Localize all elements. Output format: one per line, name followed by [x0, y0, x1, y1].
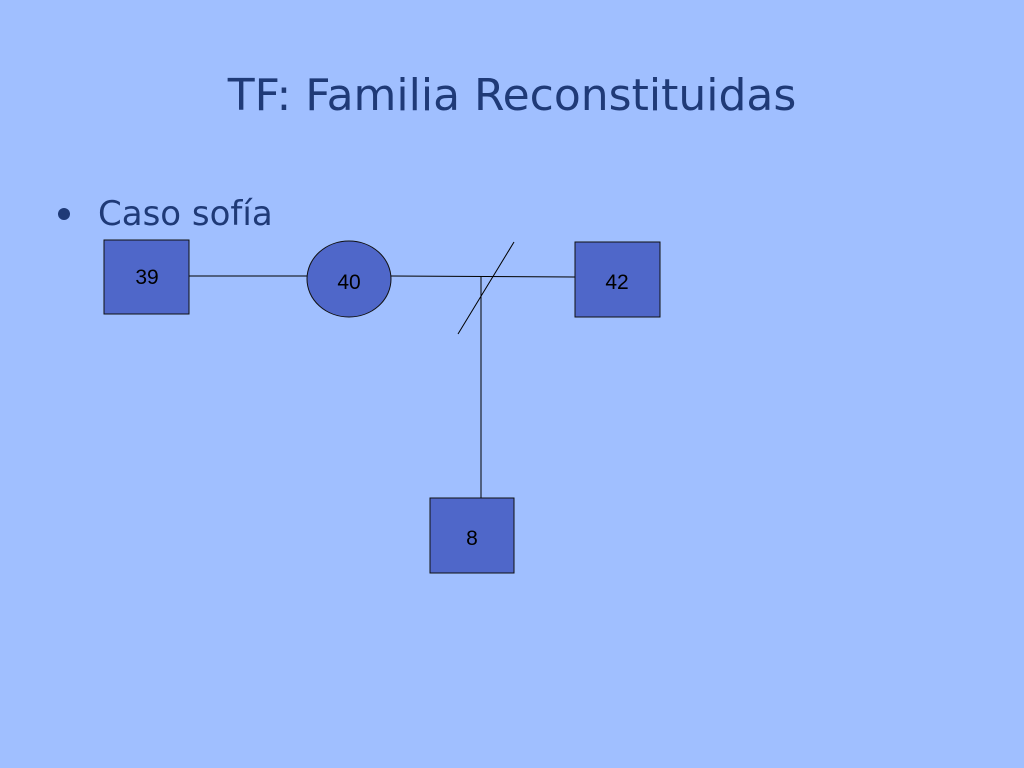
node-age-label: 40 — [337, 271, 360, 294]
node-age-label: 8 — [466, 527, 478, 550]
genogram-node-8: 8 — [429, 497, 515, 574]
genogram-node-39: 39 — [103, 239, 190, 315]
female-circle — [306, 240, 392, 318]
genogram-node-42: 42 — [574, 241, 661, 318]
slide-title: TF: Familia Reconstituidas — [227, 70, 797, 121]
genogram-node-40: 40 — [306, 240, 392, 318]
bullet-item: Caso sofía — [58, 189, 273, 239]
marriage-line-40-42 — [390, 275, 576, 278]
male-square — [103, 239, 190, 315]
child-square — [429, 497, 515, 574]
node-age-label: 39 — [135, 266, 158, 289]
divorce-slash — [457, 241, 515, 335]
bullet-dot-icon — [58, 208, 70, 220]
male-square — [574, 241, 661, 318]
node-age-label: 42 — [605, 271, 628, 294]
bullet-text: Caso sofía — [98, 194, 273, 234]
